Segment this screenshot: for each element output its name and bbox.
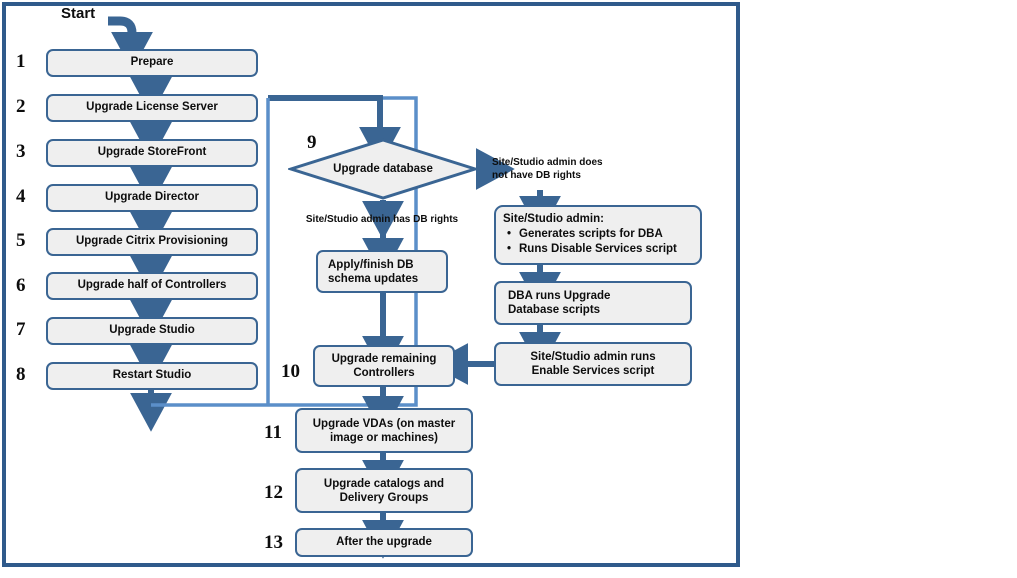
decision-upgrade-database[interactable]: Upgrade database xyxy=(286,137,480,201)
step-number-11: 11 xyxy=(264,422,282,443)
step-box-upgrade-storefront-label: Upgrade StoreFront xyxy=(97,146,207,159)
step-number-6: 6 xyxy=(16,275,26,296)
apply-db-line2: schema updates xyxy=(328,272,419,285)
step-number-5: 5 xyxy=(16,230,26,251)
admin-bullet-2: Runs Disable Services script xyxy=(507,242,693,257)
step10-line1: Upgrade remaining xyxy=(331,353,437,365)
step-box-upgrade-citrix-provisioning-label: Upgrade Citrix Provisioning xyxy=(75,235,229,248)
decision-label: Upgrade database xyxy=(333,163,433,175)
step11-line1: Upgrade VDAs (on master xyxy=(312,417,456,430)
step-box-upgrade-half-controllers-label: Upgrade half of Controllers xyxy=(77,279,227,292)
step-box-upgrade-vdas-text: Upgrade VDAs (on master image or machine… xyxy=(301,417,467,445)
box-apply-db-schema-updates-text: Apply/finish DB schema updates xyxy=(328,258,442,286)
box-dba-runs-upgrade-database-scripts[interactable]: DBA runs Upgrade Database scripts xyxy=(494,281,692,325)
step-number-12: 12 xyxy=(264,482,283,503)
diamond-shape xyxy=(286,138,480,200)
decision-no-label-line2: not have DB rights xyxy=(492,170,581,181)
step-box-prepare[interactable]: Prepare xyxy=(46,49,258,77)
step11-line2: image or machines) xyxy=(329,431,438,444)
step12-line2: Delivery Groups xyxy=(339,491,429,504)
admin-box-heading: Site/Studio admin: xyxy=(503,213,604,225)
enable-line2: Enable Services script xyxy=(531,365,655,377)
step-box-upgrade-director[interactable]: Upgrade Director xyxy=(46,184,258,212)
step-box-upgrade-studio[interactable]: Upgrade Studio xyxy=(46,317,258,345)
step-number-7: 7 xyxy=(16,319,26,340)
step-box-upgrade-citrix-provisioning[interactable]: Upgrade Citrix Provisioning xyxy=(46,228,258,256)
step-number-8: 8 xyxy=(16,364,26,385)
step-number-2: 2 xyxy=(16,96,26,117)
step-box-upgrade-storefront[interactable]: Upgrade StoreFront xyxy=(46,139,258,167)
start-label: Start xyxy=(61,5,96,22)
step-number-1: 1 xyxy=(16,51,26,72)
box-site-studio-admin-actions[interactable]: Site/Studio admin: Generates scripts for… xyxy=(494,205,702,265)
step-number-3: 3 xyxy=(16,141,26,162)
dba-line1: DBA runs Upgrade xyxy=(508,290,611,302)
step-box-upgrade-remaining-controllers[interactable]: Upgrade remaining Controllers xyxy=(313,345,455,387)
apply-db-line1: Apply/finish DB xyxy=(328,258,414,271)
step-box-after-the-upgrade-label: After the upgrade xyxy=(336,535,432,548)
step-box-upgrade-vdas[interactable]: Upgrade VDAs (on master image or machine… xyxy=(295,408,473,453)
box-apply-db-schema-updates[interactable]: Apply/finish DB schema updates xyxy=(316,250,448,293)
box-enable-services-script[interactable]: Site/Studio admin runs Enable Services s… xyxy=(494,342,692,386)
step-box-upgrade-license-server-label: Upgrade License Server xyxy=(86,101,218,114)
step-box-prepare-label: Prepare xyxy=(130,56,174,69)
enable-line1: Site/Studio admin runs xyxy=(530,351,656,363)
admin-box-bullet-list: Generates scripts for DBA Runs Disable S… xyxy=(503,227,693,257)
step-box-upgrade-license-server[interactable]: Upgrade License Server xyxy=(46,94,258,122)
step-box-upgrade-studio-label: Upgrade Studio xyxy=(109,324,195,337)
step-box-upgrade-half-controllers[interactable]: Upgrade half of Controllers xyxy=(46,272,258,300)
step-number-4: 4 xyxy=(16,186,26,207)
step-box-upgrade-director-label: Upgrade Director xyxy=(105,191,199,204)
step-box-after-the-upgrade[interactable]: After the upgrade xyxy=(295,528,473,557)
step12-line1: Upgrade catalogs and xyxy=(323,477,445,490)
decision-no-label-line1: Site/Studio admin does xyxy=(492,157,603,168)
step10-line2: Controllers xyxy=(353,367,415,379)
step-box-upgrade-catalogs-text: Upgrade catalogs and Delivery Groups xyxy=(301,477,467,505)
box-dba-runs-text: DBA runs Upgrade Database scripts xyxy=(508,289,686,317)
box-enable-services-text: Site/Studio admin runs Enable Services s… xyxy=(500,350,686,378)
step-number-10: 10 xyxy=(281,361,300,382)
decision-yes-label: Site/Studio admin has DB rights xyxy=(305,214,459,225)
step-number-9: 9 xyxy=(307,132,317,153)
step-number-13: 13 xyxy=(264,532,283,553)
dba-line2: Database scripts xyxy=(508,304,601,316)
admin-bullet-1: Generates scripts for DBA xyxy=(507,227,693,242)
step-box-upgrade-remaining-controllers-text: Upgrade remaining Controllers xyxy=(319,352,449,380)
step-box-restart-studio-label: Restart Studio xyxy=(112,369,192,382)
step-box-upgrade-catalogs-delivery-groups[interactable]: Upgrade catalogs and Delivery Groups xyxy=(295,468,473,513)
step-box-restart-studio[interactable]: Restart Studio xyxy=(46,362,258,390)
